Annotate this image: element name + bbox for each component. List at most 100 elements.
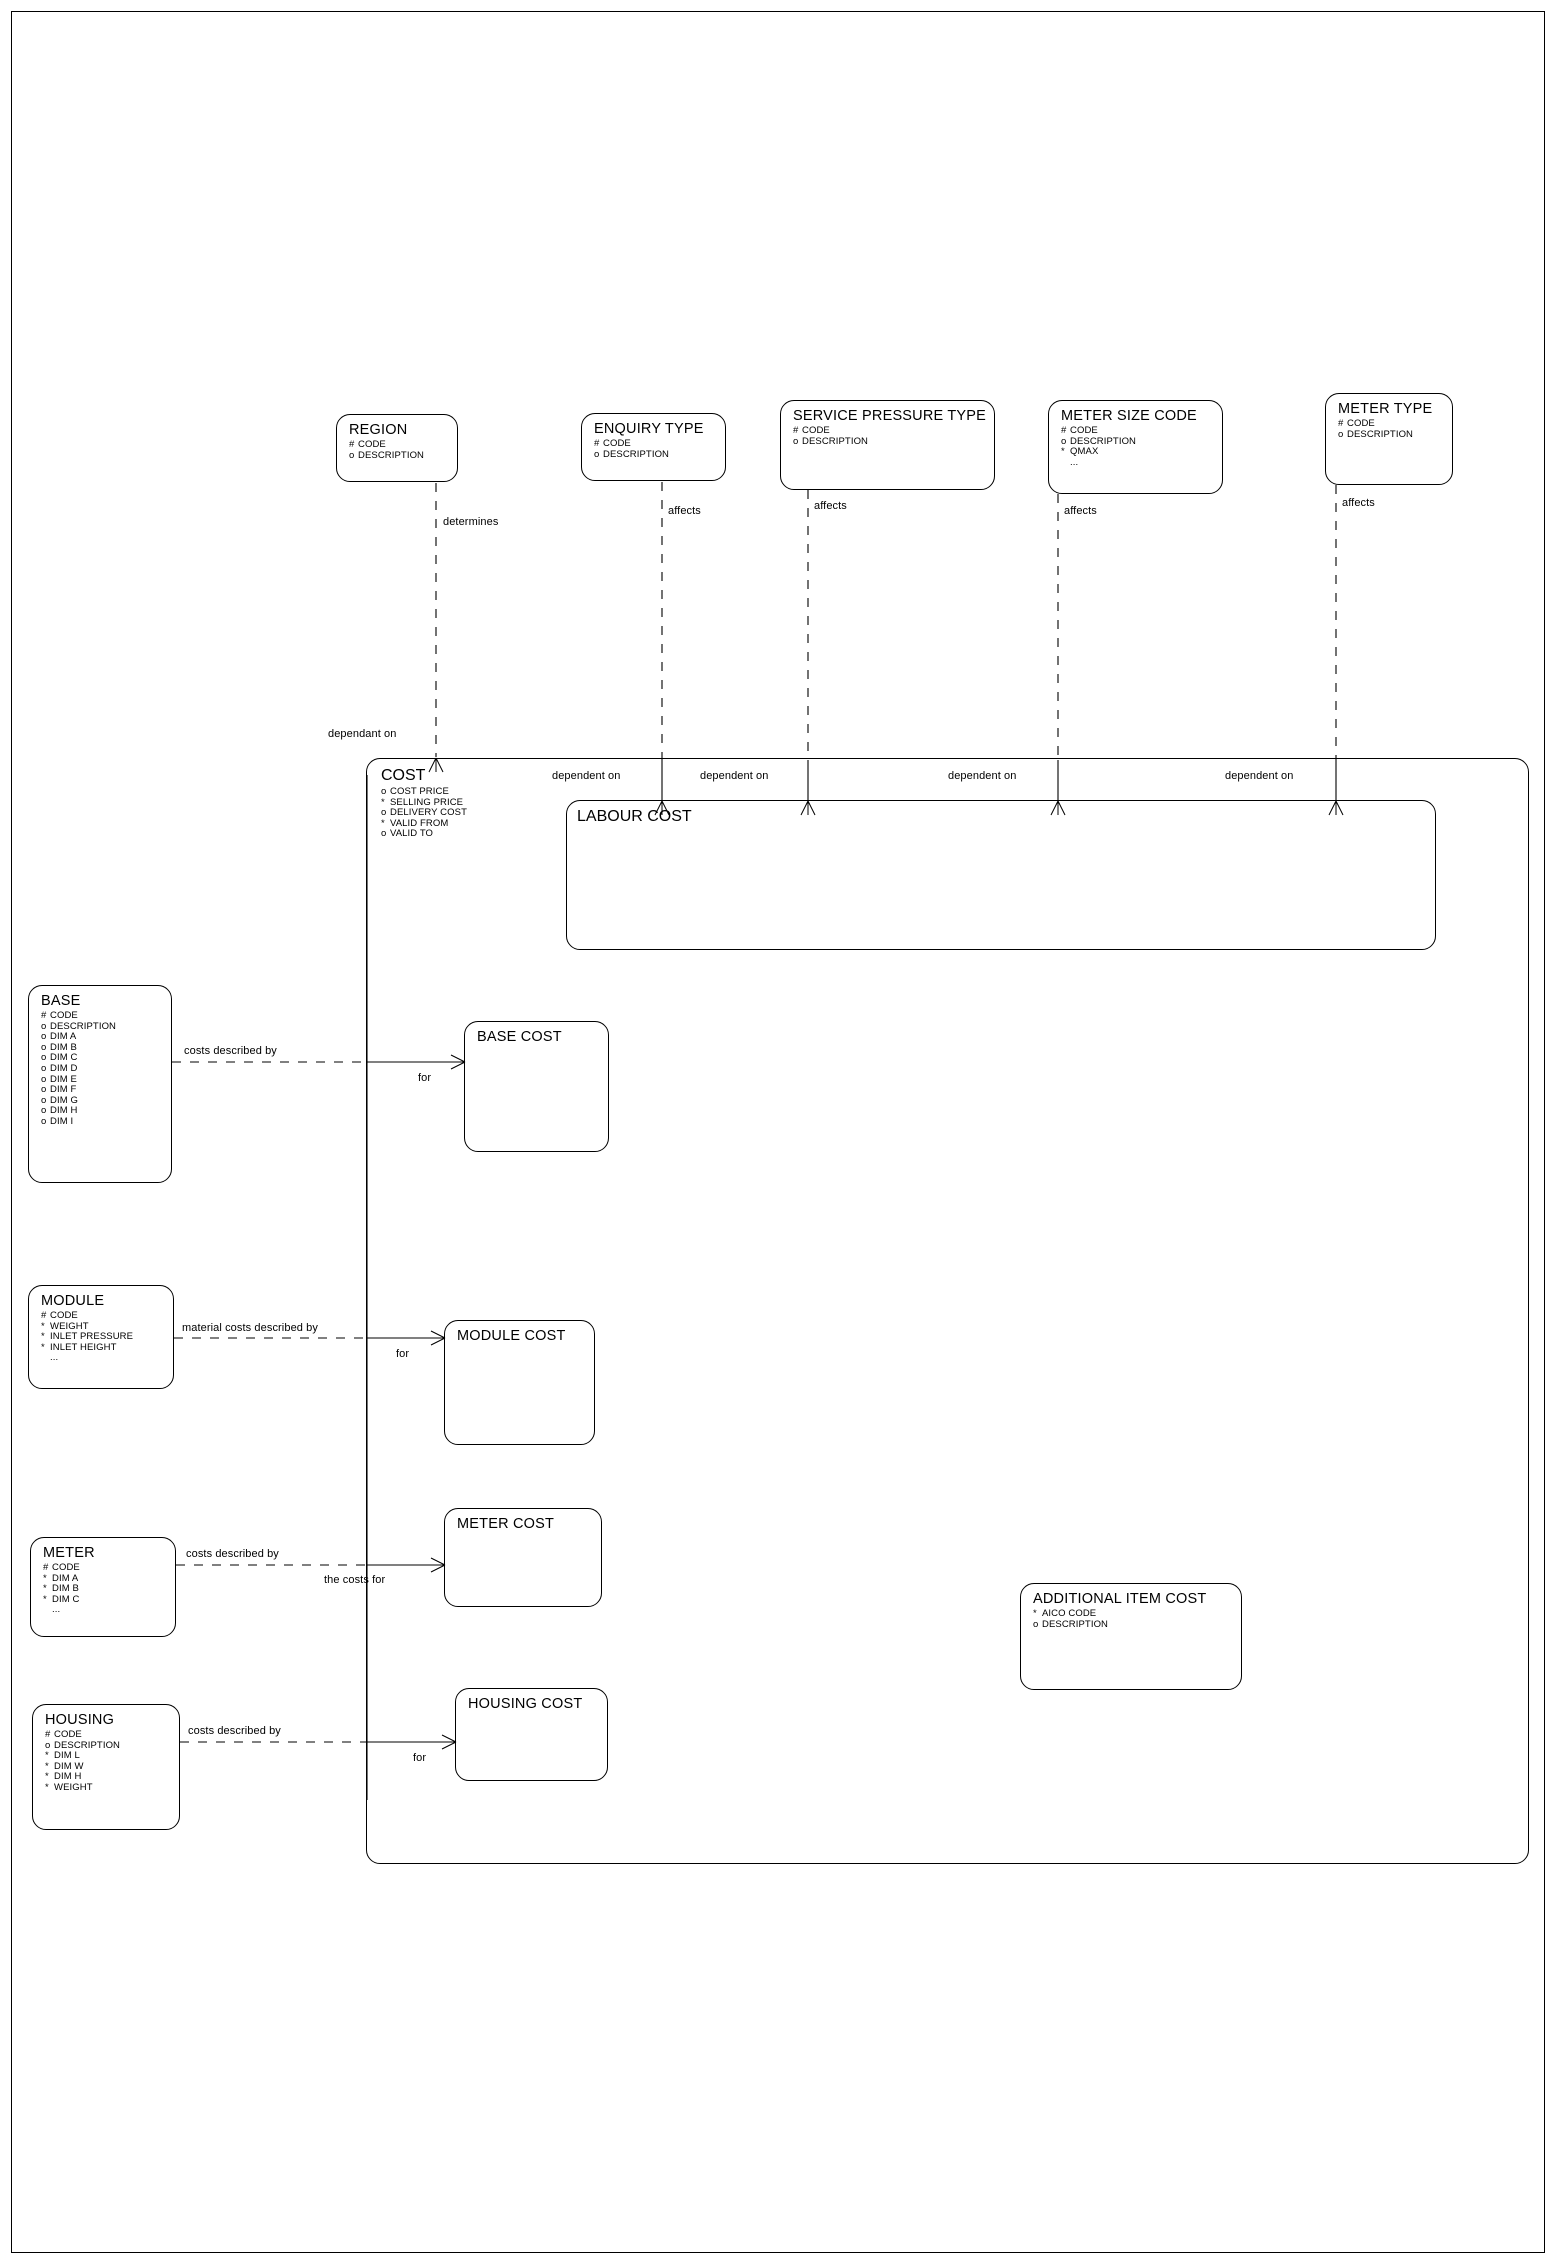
- entity-module-cost[interactable]: MODULE COST: [444, 1320, 595, 1445]
- label-meter-costs-described-by: costs described by: [186, 1548, 279, 1560]
- attribute-row: #CODE: [349, 439, 386, 450]
- entity-housing-cost-name: HOUSING COST: [468, 1696, 583, 1712]
- label-housing-cost-for: for: [413, 1752, 427, 1764]
- attribute-row: *DIM W: [45, 1760, 84, 1772]
- attribute-row: *INLET HEIGHT: [41, 1341, 117, 1353]
- entity-module-name: MODULE: [41, 1293, 105, 1309]
- entity-enquiry-type-name: ENQUIRY TYPE: [594, 421, 704, 437]
- attribute-row: *DIM L: [45, 1750, 80, 1762]
- label-module-cost-for: for: [396, 1348, 410, 1360]
- attribute-row: #CODE: [45, 1729, 82, 1740]
- attribute-row: *SELLING PRICE: [381, 796, 464, 808]
- entity-labour-cost[interactable]: LABOUR COST: [566, 800, 1436, 950]
- attribute-row: #CODE: [594, 438, 631, 449]
- label-labour-dependent-on-service-pressure: dependent on: [700, 770, 769, 782]
- entity-meter-cost-name: METER COST: [457, 1516, 555, 1532]
- attribute-row: *DIM C: [43, 1593, 80, 1605]
- label-module-material-costs-described-by: material costs described by: [182, 1322, 318, 1334]
- entity-module-cost-name: MODULE COST: [457, 1328, 566, 1344]
- entity-base-cost[interactable]: BASE COST: [464, 1021, 609, 1152]
- entity-cost-name: COST: [381, 767, 426, 784]
- attribute-row: #CODE: [1061, 425, 1098, 436]
- entity-module[interactable]: MODULE #CODE *WEIGHT *INLET PRESSURE *IN…: [28, 1285, 174, 1389]
- attribute-row: #CODE: [41, 1310, 78, 1321]
- label-labour-dependent-on-meter-type: dependent on: [1225, 770, 1294, 782]
- entity-module-attributes: #CODE *WEIGHT *INLET PRESSURE *INLET HEI…: [41, 1310, 163, 1364]
- attribute-row: ...: [50, 1352, 59, 1364]
- entity-service-pressure-type-name: SERVICE PRESSURE TYPE: [793, 408, 987, 424]
- attribute-row: #CODE: [793, 425, 830, 436]
- label-labour-dependent-on-meter-size: dependent on: [948, 770, 1017, 782]
- attribute-row: *DIM A: [43, 1572, 79, 1584]
- attribute-row: *AICO CODE: [1033, 1608, 1097, 1619]
- attribute-row: *INLET PRESSURE: [41, 1331, 134, 1343]
- entity-meter[interactable]: METER #CODE *DIM A *DIM B *DIM C ...: [30, 1537, 176, 1637]
- label-meter-size-affects: affects: [1064, 505, 1097, 517]
- label-base-cost-for: for: [418, 1072, 432, 1084]
- attribute-row: ...: [1070, 456, 1079, 468]
- entity-meter-name: METER: [43, 1545, 95, 1561]
- attribute-row: ...: [52, 1604, 61, 1616]
- entity-meter-cost[interactable]: METER COST: [444, 1508, 602, 1607]
- label-service-pressure-affects: affects: [814, 500, 847, 512]
- entity-housing-name: HOUSING: [45, 1712, 115, 1728]
- attribute-row: #CODE: [1338, 418, 1375, 429]
- entity-labour-cost-name: LABOUR COST: [577, 808, 692, 825]
- entity-region-name: REGION: [349, 422, 408, 438]
- attribute-row: #CODE: [43, 1562, 80, 1573]
- entity-base-cost-name: BASE COST: [477, 1029, 562, 1045]
- label-region-determines: determines: [443, 516, 499, 528]
- attribute-row: *VALID FROM: [381, 817, 449, 829]
- entity-meter-attributes: #CODE *DIM A *DIM B *DIM C ...: [43, 1562, 165, 1616]
- attribute-row: *QMAX: [1061, 446, 1099, 458]
- label-cost-dependant-on-region: dependant on: [328, 728, 397, 740]
- page-border: [11, 11, 1545, 2253]
- label-housing-costs-described-by: costs described by: [188, 1725, 281, 1737]
- entity-housing-cost[interactable]: HOUSING COST: [455, 1688, 608, 1781]
- label-labour-dependent-on-enquiry: dependent on: [552, 770, 621, 782]
- attribute-row: *DIM B: [43, 1583, 79, 1595]
- label-meter-the-costs-for: the costs for: [324, 1574, 386, 1586]
- attribute-row: *DIM H: [45, 1771, 82, 1783]
- entity-meter-size-code-name: METER SIZE CODE: [1061, 408, 1197, 424]
- label-meter-type-affects: affects: [1342, 497, 1375, 509]
- label-enquiry-affects: affects: [668, 505, 701, 517]
- entity-additional-item-cost-name: ADDITIONAL ITEM COST: [1033, 1591, 1207, 1607]
